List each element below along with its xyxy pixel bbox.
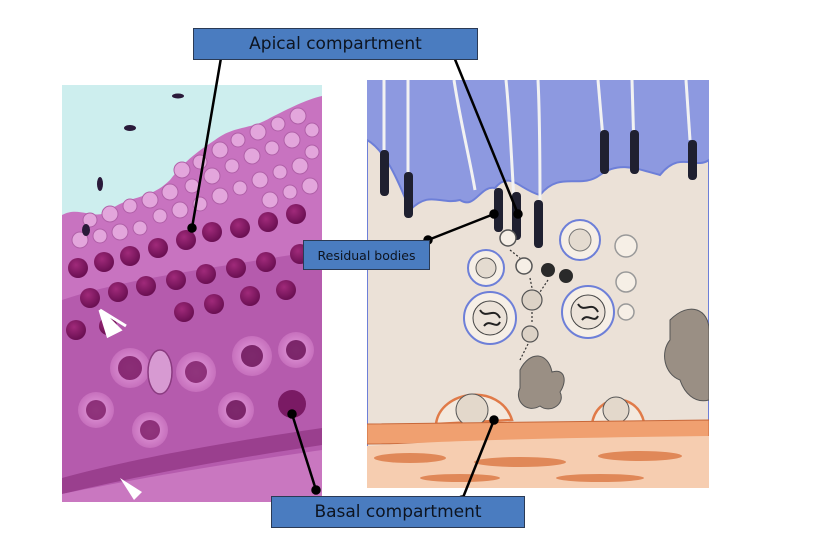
spermatid-nuclei — [66, 204, 310, 340]
apical-compartment-label: Apical compartment — [193, 28, 478, 60]
spermatocyte-drawings — [463, 285, 615, 345]
residual-bodies-text: Residual bodies — [317, 247, 416, 263]
residual-bodies-label: Residual bodies — [303, 240, 430, 270]
apical-leader-left — [190, 51, 224, 229]
lumen-debris — [82, 93, 184, 236]
leader-dot — [513, 209, 523, 219]
basal-compartment-text: Basal compartment — [314, 502, 482, 522]
arrowhead-marker-basal — [120, 478, 142, 500]
leader-dot — [187, 223, 197, 233]
sertoli-nucleus — [147, 349, 173, 395]
leader-dot — [489, 415, 499, 425]
basal-leader-right — [460, 419, 496, 501]
leader-dot — [311, 485, 321, 495]
spermatocytes — [78, 332, 314, 448]
myoid-cells — [374, 451, 682, 482]
histology-micrograph — [62, 85, 322, 502]
basal-leader-left — [290, 413, 318, 491]
round-spermatids — [467, 219, 638, 321]
apical-cell-cluster — [71, 107, 320, 249]
arrowhead-marker-sertoli — [98, 308, 127, 339]
leader-lines — [187, 47, 523, 505]
residual-leader — [427, 212, 495, 242]
sperm-tails — [382, 80, 692, 211]
apical-compartment-text: Apical compartment — [249, 34, 422, 54]
leader-dot — [287, 409, 297, 419]
sertoli-nucleus-drawing — [518, 355, 565, 410]
sertoli-cell-schematic — [367, 80, 709, 488]
basement-membrane — [62, 428, 322, 494]
sperm-heads — [380, 130, 697, 248]
residual-body-cluster — [499, 229, 573, 361]
leader-dot — [489, 209, 499, 219]
apical-leader-right — [450, 51, 520, 215]
basal-compartment-label: Basal compartment — [271, 496, 525, 528]
